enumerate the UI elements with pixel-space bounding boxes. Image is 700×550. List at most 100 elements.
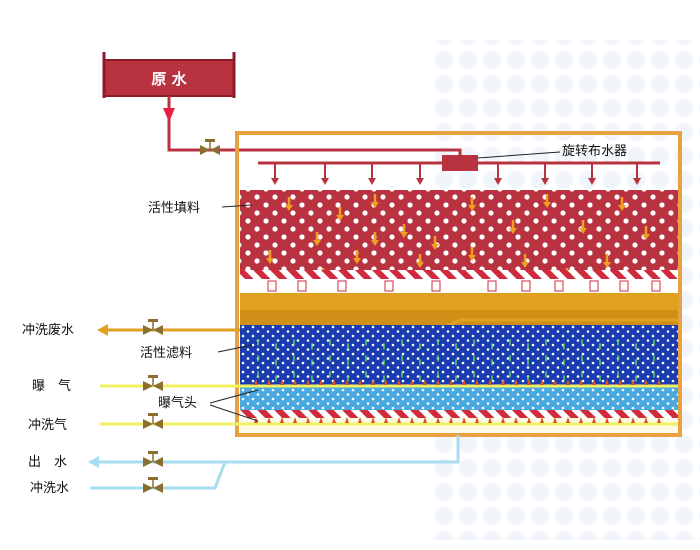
aeration-head-mark bbox=[631, 379, 635, 385]
distributor-drop-arrow bbox=[416, 178, 424, 185]
aeration-head-mark bbox=[449, 417, 453, 423]
collector-box bbox=[267, 280, 277, 292]
aeration-head-mark bbox=[618, 379, 622, 385]
buffer-layer-shade bbox=[240, 310, 678, 325]
aeration-head-mark bbox=[488, 379, 492, 385]
packing-flow-arrow bbox=[353, 258, 361, 264]
aeration-label: 曝 气 bbox=[32, 378, 71, 394]
collector-box bbox=[619, 280, 629, 292]
packing-flow-arrow bbox=[468, 205, 476, 211]
active-packing-leader bbox=[221, 204, 253, 208]
packing-flow-arrow bbox=[468, 255, 476, 261]
backwash-waste-valve[interactable] bbox=[143, 319, 163, 335]
aeration-head-mark bbox=[501, 379, 505, 385]
wash-air-valve[interactable] bbox=[143, 413, 163, 429]
collector-box bbox=[487, 280, 497, 292]
distributor-drop-arrow bbox=[588, 178, 596, 185]
aeration-head-mark bbox=[371, 417, 375, 423]
collector-box bbox=[554, 280, 564, 292]
packing-flow-arrow bbox=[543, 202, 551, 208]
aeration-head-mark bbox=[371, 379, 375, 385]
aeration-head-mark bbox=[358, 417, 362, 423]
aeration-head-mark bbox=[319, 379, 323, 385]
aeration-head-mark bbox=[644, 379, 648, 385]
wash-water-valve[interactable] bbox=[143, 477, 163, 493]
aeration-head-mark bbox=[605, 379, 609, 385]
inlet-valve[interactable] bbox=[200, 139, 220, 155]
packing-flow-arrow bbox=[579, 228, 587, 234]
packing-flow-arrow bbox=[603, 262, 611, 268]
aeration-head-mark bbox=[475, 417, 479, 423]
rotary-distributor bbox=[258, 155, 660, 185]
aeration-head-mark bbox=[384, 379, 388, 385]
packing-flow-arrow bbox=[371, 240, 379, 246]
aeration-head-mark bbox=[254, 379, 258, 385]
aeration-head-mark bbox=[618, 417, 622, 423]
aeration-head-mark bbox=[527, 417, 531, 423]
aeration-valve[interactable] bbox=[143, 375, 163, 391]
backwash-waste-label: 冲洗废水 bbox=[22, 322, 74, 338]
aeration-head-mark bbox=[345, 417, 349, 423]
distributor-drop-arrow bbox=[541, 178, 549, 185]
aeration-head-mark bbox=[644, 417, 648, 423]
aeration-head-mark bbox=[319, 417, 323, 423]
aeration-head-mark bbox=[475, 379, 479, 385]
aeration-head-label: 曝气头 bbox=[158, 395, 197, 411]
aeration-head-mark bbox=[540, 417, 544, 423]
packing-flow-arrow bbox=[509, 228, 517, 234]
active-filter-media-layer bbox=[240, 325, 678, 385]
aeration-head-mark bbox=[657, 417, 661, 423]
aeration-head-mark bbox=[579, 379, 583, 385]
aeration-head-mark bbox=[592, 417, 596, 423]
aeration-head-mark bbox=[423, 379, 427, 385]
aeration-head-mark bbox=[527, 379, 531, 385]
aeration-head-mark bbox=[553, 417, 557, 423]
aeration-head-mark bbox=[397, 379, 401, 385]
distributor-drop-arrow bbox=[271, 178, 279, 185]
packing-flow-arrow bbox=[371, 202, 379, 208]
collector-box bbox=[337, 280, 347, 292]
distributor-drop-arrow bbox=[494, 178, 502, 185]
aeration-head-mark bbox=[488, 417, 492, 423]
packing-flow-arrow bbox=[642, 234, 650, 240]
aeration-head-mark bbox=[332, 417, 336, 423]
collector-box bbox=[651, 280, 661, 292]
aeration-head-mark bbox=[280, 417, 284, 423]
aeration-head-mark bbox=[449, 379, 453, 385]
packing-flow-arrow bbox=[618, 205, 626, 211]
aeration-zone bbox=[240, 385, 678, 410]
collector-box bbox=[384, 280, 394, 292]
aeration-head-mark bbox=[462, 379, 466, 385]
packing-flow-arrow bbox=[285, 205, 293, 211]
aeration-head-mark bbox=[280, 379, 284, 385]
wash-water-pipe bbox=[90, 461, 227, 490]
outlet-water-arrow bbox=[88, 456, 99, 468]
active-filter-media-leader bbox=[217, 344, 253, 353]
collector-box bbox=[521, 280, 531, 292]
distributor-drop-arrow bbox=[321, 178, 329, 185]
aeration-head-mark bbox=[397, 417, 401, 423]
aeration-head-mark bbox=[553, 379, 557, 385]
packing-flow-arrow bbox=[431, 244, 439, 250]
active-filter-media-label: 活性滤料 bbox=[140, 346, 192, 361]
support-plate-upper bbox=[240, 270, 678, 279]
outlet-water-valve[interactable] bbox=[143, 451, 163, 467]
inlet-pipe bbox=[167, 96, 462, 158]
raw-water-tank: 原 水 bbox=[102, 52, 236, 98]
raw-water-label: 原 水 bbox=[151, 70, 187, 88]
aeration-head-mark bbox=[514, 379, 518, 385]
aeration-head-mark bbox=[592, 379, 596, 385]
distributor-drop-arrow bbox=[368, 178, 376, 185]
wash-air-label: 冲洗气 bbox=[28, 417, 67, 433]
active-packing-label: 活性填料 bbox=[148, 201, 200, 216]
collection-zone bbox=[240, 279, 678, 293]
collector-box bbox=[589, 280, 599, 292]
aeration-head-mark bbox=[267, 417, 271, 423]
aeration-head-mark bbox=[293, 417, 297, 423]
aeration-head-mark bbox=[384, 417, 388, 423]
aeration-head-mark bbox=[436, 417, 440, 423]
aeration-head-mark bbox=[579, 417, 583, 423]
packing-flow-arrow bbox=[416, 262, 424, 268]
aeration-head-leader-up bbox=[209, 389, 259, 404]
